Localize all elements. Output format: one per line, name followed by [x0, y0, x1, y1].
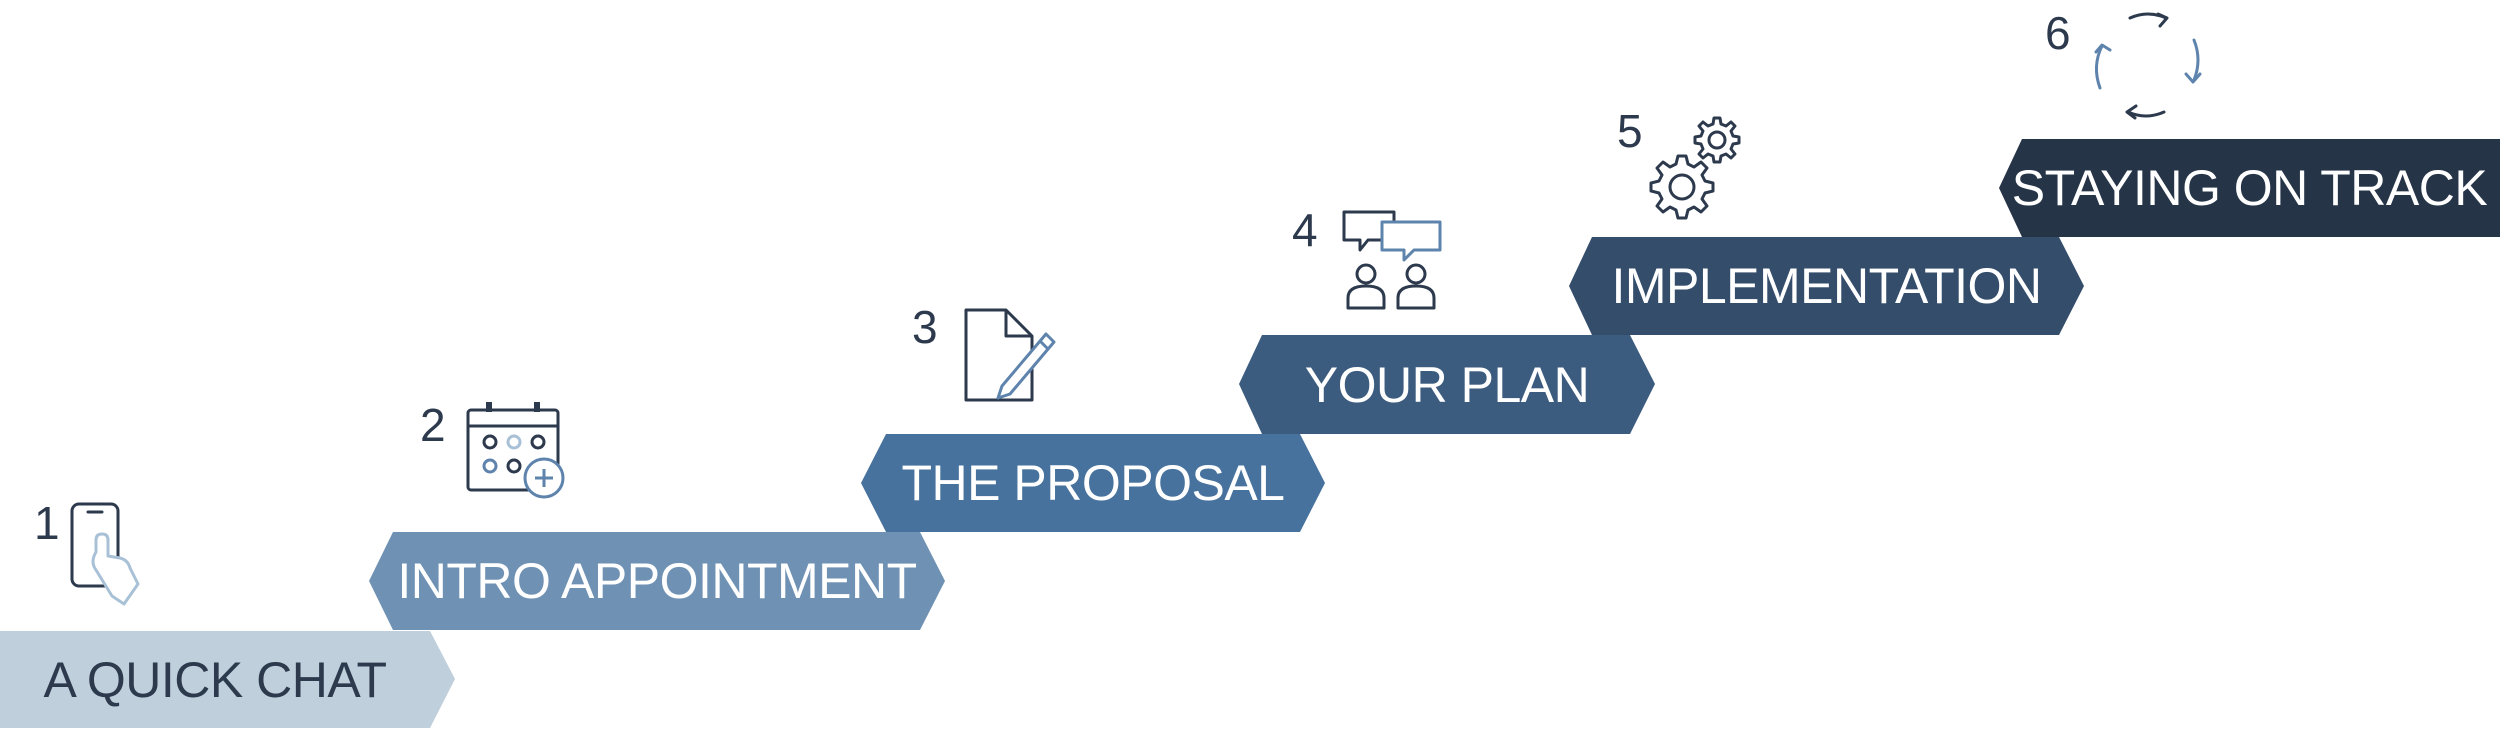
phone-hand-icon: [66, 500, 156, 610]
step-4-shape: [1239, 335, 1655, 434]
step-4-label: YOUR PLAN: [1239, 335, 1655, 434]
step-5-number: 5: [1617, 105, 1643, 157]
refresh-cycle-icon: [2090, 8, 2204, 120]
step-2-shape: [369, 532, 945, 630]
document-pencil-icon: [962, 306, 1062, 406]
gears-icon: [1644, 114, 1748, 220]
step-2-text: INTRO APPOINTMENT: [397, 553, 917, 609]
step-2-number: 2: [420, 399, 446, 451]
step-4-number: 4: [1292, 204, 1318, 256]
step-3-shape: [861, 434, 1325, 532]
step-2-label: INTRO APPOINTMENT: [369, 532, 945, 630]
step-1-number: 1: [34, 497, 60, 549]
people-chat-icon: [1340, 208, 1446, 314]
step-6-text: STAYING ON TRACK: [2011, 160, 2488, 216]
step-3-text: THE PROPOSAL: [901, 455, 1286, 511]
step-1-text: A QUICK CHAT: [43, 651, 387, 708]
calendar-icon: [464, 400, 574, 504]
step-5-shape: [1569, 237, 2084, 335]
step-6-shape: [1999, 139, 2500, 237]
step-6-label: STAYING ON TRACK: [1999, 139, 2500, 237]
step-5-text: IMPLEMENTATION: [1611, 258, 2042, 314]
step-1-shape: [0, 631, 455, 728]
step-3-label: THE PROPOSAL: [861, 434, 1325, 532]
step-3-number: 3: [912, 301, 938, 353]
step-1-label: A QUICK CHAT: [0, 631, 430, 728]
step-4-text: YOUR PLAN: [1304, 356, 1590, 413]
step-6-number: 6: [2045, 7, 2071, 59]
step-5-label: IMPLEMENTATION: [1569, 237, 2084, 335]
